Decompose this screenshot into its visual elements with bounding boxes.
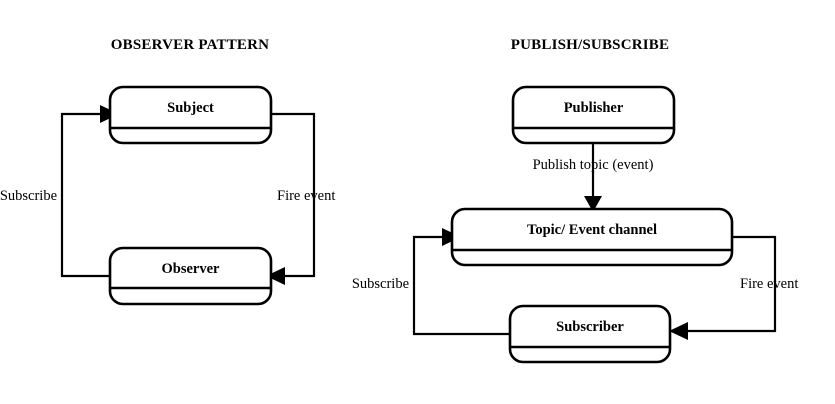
- edge-fire-event-line: [271, 112, 316, 278]
- node-observer-label: Observer: [162, 261, 221, 277]
- edge-subscribe-line: [60, 112, 110, 278]
- edge-subscribe-right-line: [412, 235, 510, 336]
- observer-pattern-title: OBSERVER PATTERN: [111, 37, 269, 53]
- edge-fire-event-right-arrowhead: [669, 322, 688, 340]
- node-subscriber-label: Subscriber: [556, 319, 624, 335]
- edge-fire-event: Fire event: [266, 112, 335, 285]
- node-topic-event-channel-label: Topic/ Event channel: [527, 222, 657, 238]
- edge-subscribe-label: Subscribe: [0, 188, 57, 204]
- node-observer-shape: [108, 246, 273, 306]
- node-subscriber[interactable]: Subscriber: [508, 304, 672, 364]
- edge-publish-topic-arrowhead: [584, 196, 602, 212]
- publish-subscribe-group: PUBLISH/SUBSCRIBE Publish topic (event) …: [352, 37, 798, 364]
- edge-publish-topic-label: Publish topic (event): [533, 157, 654, 173]
- publish-subscribe-title: PUBLISH/SUBSCRIBE: [511, 37, 669, 53]
- node-observer[interactable]: Observer: [108, 246, 273, 306]
- node-publisher[interactable]: Publisher: [511, 85, 676, 145]
- edge-subscribe: Subscribe: [0, 105, 119, 278]
- edge-fire-event-arrowhead: [266, 267, 285, 285]
- edge-fire-event-right: Fire event: [669, 235, 798, 340]
- node-topic-event-channel[interactable]: Topic/ Event channel: [450, 207, 734, 267]
- observer-pattern-group: OBSERVER PATTERN Subscribe Fire event Su…: [0, 37, 335, 306]
- node-subject-label: Subject: [167, 100, 214, 116]
- edge-fire-event-label: Fire event: [277, 188, 335, 204]
- edge-fire-event-right-label: Fire event: [740, 276, 798, 292]
- edge-subscribe-right-label: Subscribe: [352, 276, 409, 292]
- node-publisher-label: Publisher: [564, 100, 624, 116]
- node-subject[interactable]: Subject: [108, 85, 273, 145]
- edge-publish-topic: Publish topic (event): [533, 142, 654, 212]
- edge-subscribe-right: Subscribe: [352, 228, 510, 336]
- edge-fire-event-right-line: [688, 235, 777, 333]
